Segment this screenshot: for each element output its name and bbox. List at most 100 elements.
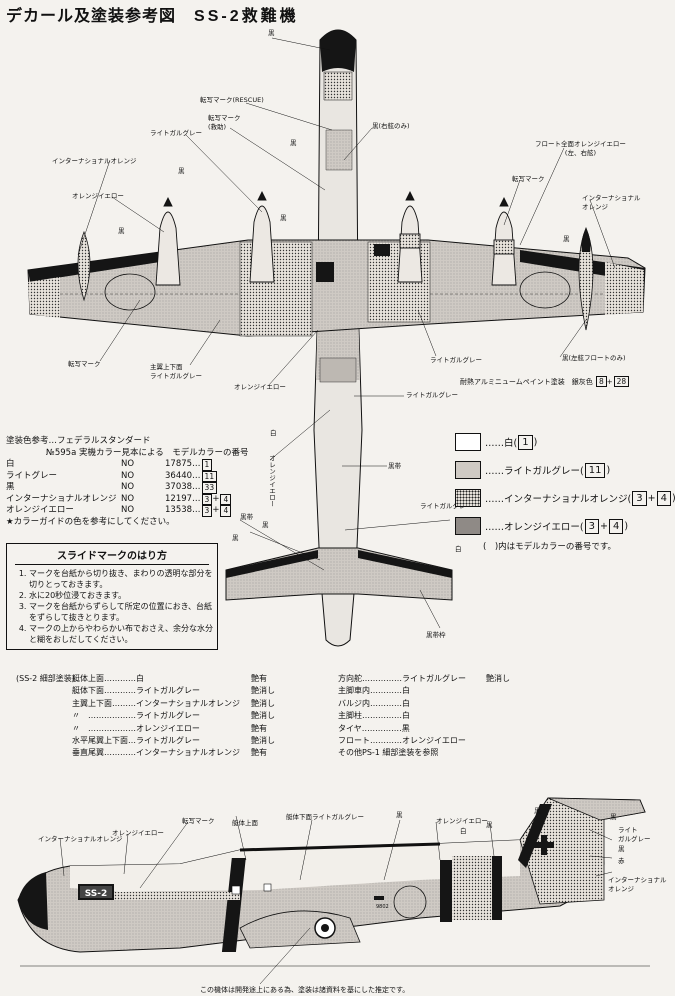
side-leader-lines [59, 815, 613, 985]
reference-sub: №595a 実機カラー見本による モデルカラーの番号 [46, 447, 249, 458]
label-float-orange: フロート全面オレンジイエロー (左、右舷) [535, 140, 626, 157]
label-orange-yellow-left: オレンジイエロー [72, 192, 124, 200]
side-label-white: 白 [460, 827, 467, 835]
label-black-right-only: 黒(右舷のみ) [372, 122, 410, 130]
label-transfer-left: 転写マーク [68, 360, 101, 368]
detail-row: 主脚車内…………白 [338, 686, 410, 696]
label-orange-yellow-fus: オレンジイエロー [267, 455, 276, 507]
detail-row: バルジ内…………白 [338, 698, 410, 708]
legend-note: ( )内はモデルカラーの番号です。 [483, 542, 617, 552]
label-black-stripe-b: 黒帯 [240, 513, 253, 521]
swatch-intl-orange [455, 489, 481, 507]
side-label-transfer: 転写マーク [182, 817, 215, 825]
side-label-hull-white: 艇体上面 [232, 819, 258, 827]
detail-row: 艇体下面…………ライトガルグレー艶消し [72, 686, 275, 696]
label-black-f: 黒 [232, 534, 239, 542]
legend-item-white: ……白(1) [455, 428, 675, 456]
side-label-intl-orange: インターナショナルオレンジ [38, 835, 123, 843]
detail-row: フロート…………オレンジイエロー [338, 736, 466, 746]
label-black-float: 黒(左舷フロートのみ) [562, 354, 626, 362]
label-light-gull-gray-1: ライトガルグレー [150, 129, 202, 137]
label-light-gull-gray-4: ライトガルグレー [420, 502, 472, 510]
title-main: デカール及塗装参考図 [6, 6, 177, 25]
slide-mark-instructions: スライドマークのはり方 マークを台紙から切り抜き、まわりの透明な部分を切りとって… [6, 543, 218, 650]
color-reference: 塗装色参考…フェデラルスタンダード №595a 実機カラー見本による モデルカラ… [6, 436, 248, 528]
label-white-b: 白 [455, 545, 462, 553]
leader-lines [77, 37, 616, 629]
top-view-drawing [27, 29, 646, 647]
engines [155, 190, 517, 286]
slide-step: マークを台紙からずらして所定の位置におき、台紙をずらして抜きとります。 [29, 601, 217, 623]
detail-row: 水平尾翼上下面…ライトガルグレー艶消し [72, 736, 275, 746]
label-black-c: 黒 [118, 227, 125, 235]
swatch-light-gull-gray [455, 461, 481, 479]
footnote: この機体は開発途上にある為、塗装は諸資料を基にした推定です。 [200, 986, 410, 994]
detail-row: 〃 ………………オレンジイエロー艶有 [72, 723, 267, 733]
label-white: 白 [270, 429, 277, 437]
label-intl-orange-left: インターナショナルオレンジ [52, 157, 137, 165]
fuselage-side [17, 797, 650, 967]
side-label-black-2: 黒 [486, 821, 493, 829]
side-label-black-1: 黒 [396, 811, 403, 819]
label-black-e: 黒 [563, 235, 570, 243]
detail-row: 主脚柱……………白 [338, 711, 410, 721]
reference-footer: ★カラーガイドの色を参考にしてください。 [6, 516, 175, 527]
side-label-orange-yellow-2: オレンジイエロー [436, 817, 488, 825]
legend-item-light-gull-gray: ……ライトガルグレー(11) [455, 456, 675, 484]
main-wing [27, 239, 646, 337]
title-model: SS-2救難機 [194, 8, 299, 25]
detail-row: 方向舵……………ライトガルグレー艶消し [338, 674, 510, 683]
heat-box-1: 8 [595, 376, 607, 387]
side-label-intl-orange-tail: インターナショナル オレンジ [608, 876, 667, 893]
label-rescue-mark: 転写マーク(RESCUE) [200, 96, 264, 104]
horizontal-tail [225, 547, 453, 601]
wing-floats [77, 226, 594, 331]
detail-row: 主翼上下面………インターナショナルオレンジ艶消し [72, 698, 275, 708]
detail-paint-list-left: (SS-2 細部塗装)艇体上面…………白艶有 艇体下面…………ライトガルグレー艶… [16, 673, 335, 760]
side-label-black-3: 黒 [534, 807, 541, 815]
label-light-gull-gray-2: ライトガルグレー [406, 391, 458, 399]
label-light-gull-gray-3: ライトガルグレー [430, 356, 482, 364]
legend-item-orange-yellow: ……オレンジイエロー(3+4) [455, 512, 675, 540]
label-black-g: 黒 [262, 521, 269, 529]
slide-step: マークの上からやわらかい布でおさえ、余分な水分と糊をおしだしてください。 [29, 623, 217, 645]
detail-row: 〃 ………………ライトガルグレー艶消し [72, 711, 275, 721]
label-black-d: 黒 [280, 214, 287, 222]
label-orange-yellow-mid: オレンジイエロー [234, 383, 286, 391]
slide-step: マークを台紙から切り抜き、まわりの透明な部分を切りとっておきます。 [29, 568, 217, 590]
side-label-light-gull-gray: ライト ガルグレー [618, 826, 651, 843]
side-label-black-4: 黒 [610, 813, 617, 821]
side-label-orange-yellow: オレンジイエロー [112, 829, 164, 837]
slide-step: 水に20秒位浸ておきます。 [29, 590, 217, 601]
label-rescue-mark-2: 転写マーク (救助) [208, 114, 241, 131]
swatch-orange-yellow [455, 517, 481, 535]
side-view-drawing: SS-2 9802 [17, 797, 650, 985]
label-wing-top-gray: 主翼上下面 ライトガルグレー [150, 363, 202, 380]
detail-row: 垂直尾翼…………インターナショナルオレンジ艶有 [72, 748, 267, 758]
page-title: デカール及塗装参考図 SS-2救難機 [6, 2, 299, 26]
side-label-hull-bottom: 艇体下面ライトガルグレー [286, 813, 364, 821]
label-black-a: 黒 [178, 167, 185, 175]
label-intl-orange-right: インターナショナル オレンジ [582, 194, 641, 211]
label-black-top: 黒 [268, 29, 275, 37]
side-label-black-5: 黒 [618, 845, 625, 853]
label-heat-aluminum-text: 耐熱アルミニュームペイント塗装 銀灰色 [460, 378, 593, 386]
side-code: SS-2 [85, 889, 108, 899]
label-black-stripe-c: 黒帯枠 [426, 631, 446, 639]
detail-row: その他PS-1 細部塗装を参照 [338, 748, 439, 758]
detail-row: タイヤ……………黒 [338, 723, 410, 733]
side-label-red: 赤 [618, 857, 625, 865]
heat-box-2: 28 [613, 376, 630, 387]
detail-heading: (SS-2 細部塗装) [16, 674, 75, 683]
slide-heading: スライドマークのはり方 [15, 544, 209, 565]
label-black-b: 黒 [290, 139, 297, 147]
swatch-white [455, 433, 481, 451]
label-black-stripe: 黒帯 [388, 462, 401, 470]
label-heat-aluminum: 耐熱アルミニュームペイント塗装 銀灰色 8+28 [460, 376, 630, 387]
legend-item-intl-orange: ……インターナショナルオレンジ(3+4) [455, 484, 675, 512]
